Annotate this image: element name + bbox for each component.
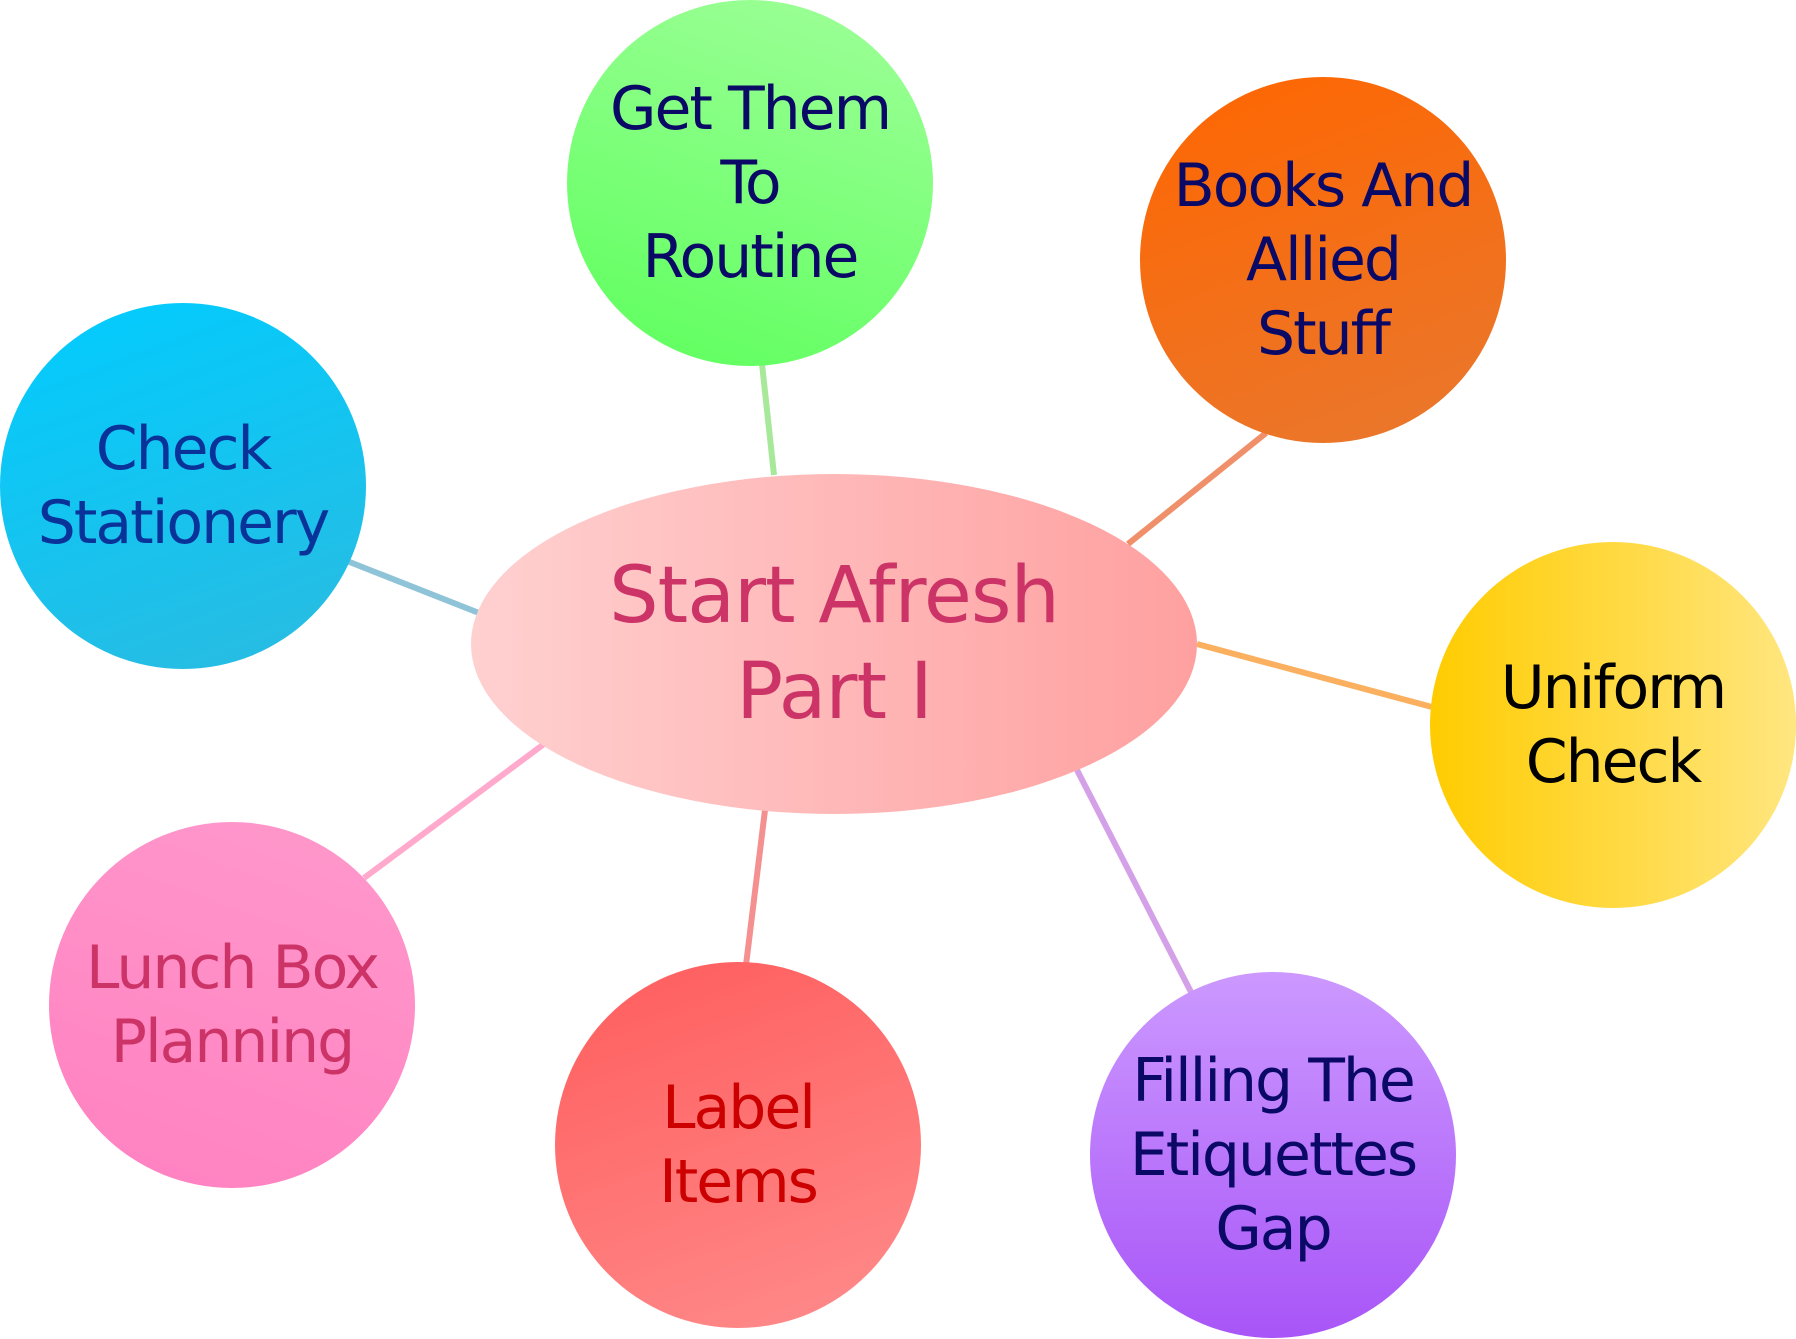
- connector-label: [743, 809, 768, 966]
- node-label: Get Them To Routine: [609, 74, 892, 292]
- connector-uniform: [1196, 641, 1433, 710]
- node-uniform-check[interactable]: Uniform Check: [1430, 542, 1796, 908]
- connector-etiquettes: [1074, 768, 1194, 994]
- node-get-them-to-routine[interactable]: Get Them To Routine: [567, 0, 933, 366]
- node-label: Books And Allied Stuff: [1173, 151, 1475, 369]
- node-check-stationery[interactable]: Check Stationery: [0, 303, 366, 669]
- connector-routine: [759, 363, 777, 476]
- connector-books: [1126, 430, 1268, 547]
- node-books-and-allied-stuff[interactable]: Books And Allied Stuff: [1140, 77, 1506, 443]
- node-label: Filling The Etiquettes Gap: [1129, 1046, 1418, 1264]
- connector-lunch: [362, 741, 546, 881]
- node-label: Check Stationery: [37, 414, 330, 558]
- node-label: Label Items: [659, 1073, 819, 1217]
- connector-stationery: [345, 558, 481, 616]
- node-label: Lunch Box Planning: [85, 933, 380, 1077]
- node-label: Uniform Check: [1500, 653, 1728, 797]
- node-filling-the-etiquettes-gap[interactable]: Filling The Etiquettes Gap: [1090, 972, 1456, 1338]
- central-topic[interactable]: Start Afresh Part I: [471, 474, 1197, 814]
- central-topic-label: Start Afresh Part I: [609, 551, 1060, 737]
- node-lunch-box-planning[interactable]: Lunch Box Planning: [49, 822, 415, 1188]
- node-label-items[interactable]: Label Items: [555, 962, 921, 1328]
